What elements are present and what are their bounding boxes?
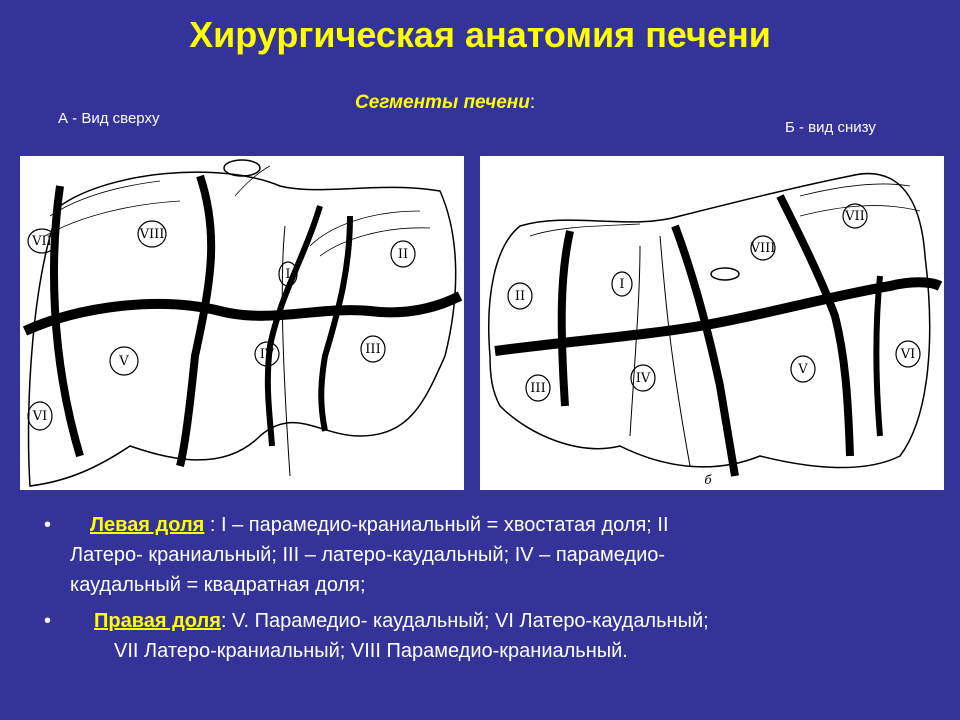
liver-bottom-view-illustration: VII VIII II I III IV V VI б	[480, 156, 944, 490]
view-b-caption: Б - вид снизу	[785, 119, 876, 136]
bullet-dot-icon: •	[44, 610, 52, 632]
segment-label-a-vi: VI	[32, 409, 48, 424]
segment-label-a-v: V	[118, 354, 129, 369]
subtitle-text: Сегменты печени	[355, 92, 530, 113]
left-lobe-head: Левая доля : I – парамедио-краниальный =…	[70, 514, 669, 536]
bullet-right-lobe: • Правая доля: V. Парамедио- каудальный;…	[44, 606, 924, 666]
liver-top-view-illustration: VII VIII I II V IV III VI	[20, 156, 464, 490]
segment-label-a-iii: III	[365, 342, 380, 357]
left-lobe-term: Левая доля	[90, 514, 205, 536]
segment-label-a-ii: II	[398, 247, 408, 262]
right-lobe-text-line1: : V. Парамедио- каудальный; VI Латеро-ка…	[220, 610, 709, 632]
segment-label-b-iv: IV	[636, 371, 651, 386]
subtitle-colon: :	[529, 92, 536, 113]
segment-label-a-viii: VIII	[139, 227, 165, 242]
segment-label-b-vi: VI	[900, 347, 916, 362]
right-lobe-text-line2: VII Латеро-краниальный; VIII Парамедио-к…	[114, 640, 628, 662]
bullet-list: • Левая доля : I – парамедио-краниальный…	[44, 510, 924, 666]
segment-label-b-i: I	[619, 277, 624, 292]
segment-label-b-viii: VIII	[750, 241, 776, 256]
right-lobe-term: Правая доля	[94, 610, 221, 632]
left-lobe-text-line3: каудальный = квадратная доля;	[70, 574, 366, 596]
bullet-dot-icon: •	[44, 514, 52, 536]
segment-label-b-iii: III	[530, 381, 545, 396]
right-lobe-head: Правая доля: V. Парамедио- каудальный; V…	[70, 610, 709, 632]
segment-label-b-vii: VII	[844, 209, 865, 224]
segment-label-a-vii: VII	[31, 234, 52, 249]
figure-b-mark: б	[704, 473, 712, 487]
segment-label-a-i: I	[285, 267, 290, 282]
bullet-left-lobe: • Левая доля : I – парамедио-краниальный…	[44, 510, 924, 600]
segment-label-a-iv: IV	[260, 347, 275, 362]
view-a-caption: А - Вид сверху	[58, 110, 160, 127]
subtitle: Сегменты печени:	[355, 92, 535, 114]
segment-label-b-v: V	[797, 362, 808, 377]
left-lobe-text-line2: Латеро- краниальный; III – латеро-каудал…	[70, 544, 666, 566]
slide-title: Хирургическая анатомия печени	[189, 14, 771, 55]
left-lobe-text-line1: : I – парамедио-краниальный = хвостатая …	[204, 514, 669, 536]
segment-label-b-ii: II	[515, 289, 525, 304]
